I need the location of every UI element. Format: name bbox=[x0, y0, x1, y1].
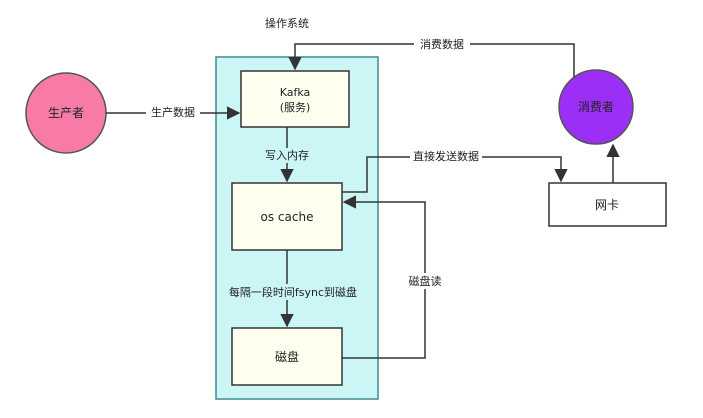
edge-send-direct bbox=[342, 156, 568, 193]
disk-box bbox=[231, 327, 343, 386]
kafka-box bbox=[240, 70, 350, 128]
nic-box bbox=[548, 182, 667, 227]
edge-consume-label: 消费数据 bbox=[420, 37, 464, 51]
kafka-sublabel: (服务) bbox=[280, 101, 311, 114]
kafka-label: Kafka bbox=[280, 86, 311, 99]
os-label: 操作系统 bbox=[265, 16, 309, 30]
edge-fsync-label: 每隔一段时间fsync到磁盘 bbox=[229, 285, 357, 299]
consumer-node bbox=[558, 69, 634, 145]
consumer-label: 消费者 bbox=[578, 100, 614, 114]
edge-write-memory-label: 写入内存 bbox=[265, 148, 309, 162]
os-cache-label: os cache bbox=[261, 210, 314, 224]
producer-label: 生产者 bbox=[48, 106, 84, 120]
os-cache-box bbox=[231, 182, 343, 251]
edge-disk-read-label: 磁盘读 bbox=[409, 274, 442, 288]
disk-label: 磁盘 bbox=[275, 349, 299, 364]
edge-produce-label: 生产数据 bbox=[151, 105, 195, 119]
edge-send-direct-label: 直接发送数据 bbox=[413, 149, 479, 163]
nic-label: 网卡 bbox=[595, 198, 619, 212]
